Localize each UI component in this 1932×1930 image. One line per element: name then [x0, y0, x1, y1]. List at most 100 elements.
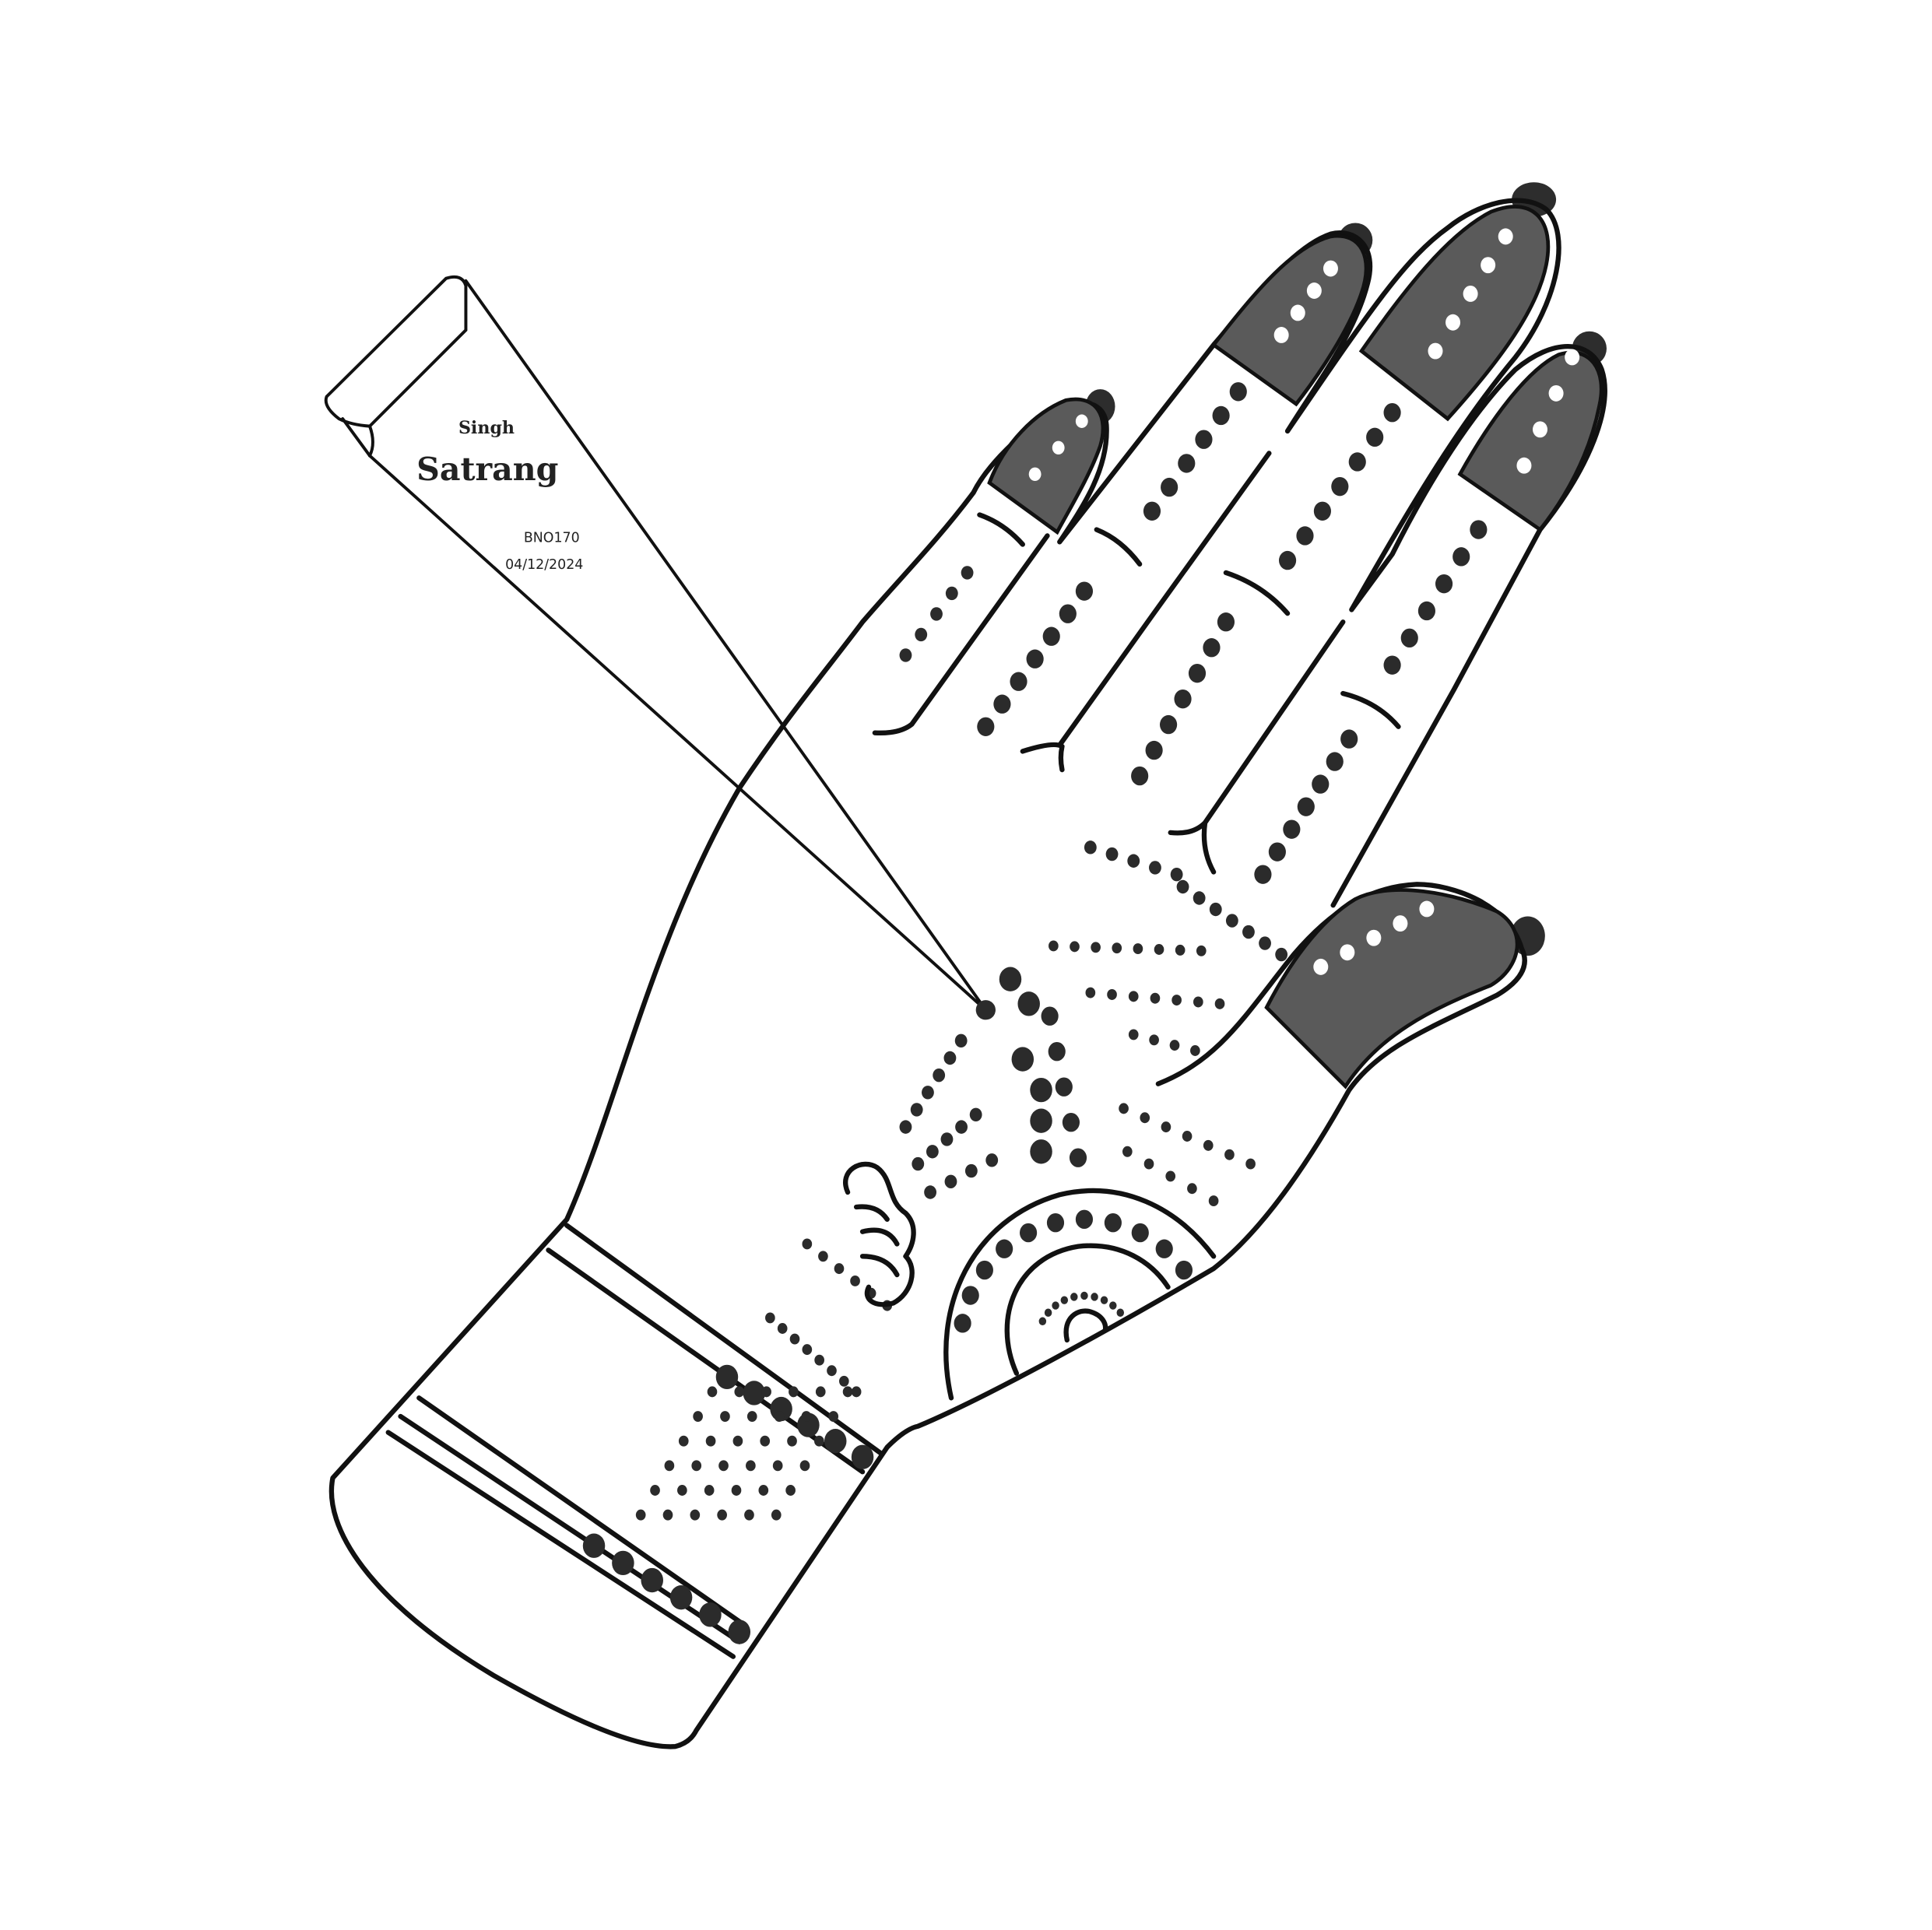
henna-dot	[1075, 1209, 1094, 1230]
henna-dot	[940, 1132, 954, 1146]
henna-dot	[1048, 1041, 1066, 1062]
henna-dot	[1044, 1308, 1052, 1317]
henna-dot	[1017, 991, 1040, 1016]
henna-dot	[678, 1435, 689, 1447]
henna-dot	[1149, 1034, 1159, 1046]
henna-dot	[977, 717, 995, 736]
henna-dot	[1149, 861, 1161, 875]
henna-dot	[677, 1485, 687, 1496]
henna-dot	[1131, 1223, 1149, 1243]
henna-dot	[1366, 427, 1384, 447]
henna-dot	[1400, 628, 1418, 647]
henna-dot	[1128, 991, 1139, 1002]
nail-dot	[1306, 282, 1322, 299]
henna-dot	[1105, 847, 1119, 861]
nail-dot	[1498, 228, 1513, 245]
henna-dot	[1312, 774, 1330, 794]
wrist-bands	[385, 1223, 883, 1659]
henna-dot	[1176, 879, 1189, 894]
henna-dot	[789, 1386, 799, 1398]
henna-dot	[1100, 1296, 1108, 1304]
henna-dot	[1160, 714, 1178, 735]
henna-dot	[1187, 1183, 1197, 1195]
henna-dot	[818, 1251, 828, 1262]
henna-dot	[802, 1238, 813, 1250]
nail-dot	[1323, 260, 1338, 277]
henna-dot	[1127, 854, 1140, 868]
henna-dot	[1085, 987, 1096, 998]
henna-dot	[850, 1275, 860, 1286]
henna-dot	[707, 1386, 718, 1398]
henna-dot	[1080, 1291, 1088, 1300]
henna-dot	[828, 1411, 839, 1423]
henna-dot	[910, 1103, 923, 1117]
henna-dot	[641, 1567, 663, 1593]
henna-dot	[1470, 520, 1488, 539]
nail-dot	[1565, 349, 1580, 366]
henna-dot	[1435, 574, 1453, 594]
henna-dot	[789, 1333, 800, 1345]
henna-dot	[1208, 1195, 1219, 1207]
henna-dot	[765, 1312, 775, 1324]
henna-dot	[1011, 1047, 1034, 1072]
henna-dot	[1182, 1131, 1193, 1142]
henna-dot	[1348, 452, 1366, 472]
fingernails	[987, 205, 1604, 1090]
henna-dot	[1174, 689, 1192, 709]
henna-dot	[787, 1435, 797, 1447]
henna-dot	[1242, 925, 1255, 939]
henna-dot	[996, 1239, 1013, 1258]
nail-middle	[1210, 233, 1368, 407]
date-code: 04/12/2024	[505, 557, 583, 573]
henna-dot	[799, 1460, 810, 1472]
henna-dot	[993, 694, 1011, 714]
half-mandala	[943, 1188, 1217, 1401]
henna-dot	[761, 1386, 771, 1398]
henna-dot	[669, 1585, 693, 1610]
finger-creases	[872, 451, 1346, 875]
henna-dot	[1217, 612, 1235, 632]
henna-dot	[961, 1286, 979, 1305]
henna-dot	[1155, 1239, 1173, 1258]
hand-outline	[328, 198, 1607, 1749]
henna-dot	[1154, 944, 1164, 955]
henna-dot	[690, 1509, 701, 1521]
henna-dot	[975, 1260, 993, 1280]
henna-dot	[1417, 601, 1435, 621]
henna-dot	[1326, 752, 1344, 771]
henna-dot	[731, 1485, 742, 1496]
nail-thumb	[1264, 888, 1519, 1090]
nail-dot	[1273, 327, 1289, 343]
henna-dot	[1165, 1170, 1176, 1182]
henna-dot	[1331, 476, 1349, 497]
henna-dot	[1020, 1223, 1038, 1243]
henna-dot	[785, 1485, 796, 1496]
nail-ring	[1358, 205, 1551, 422]
henna-dot	[771, 1509, 782, 1521]
henna-dot	[772, 1460, 783, 1472]
henna-dot	[824, 1429, 847, 1454]
nail-dot	[1313, 958, 1329, 975]
henna-dot	[1030, 1139, 1052, 1164]
henna-cone: Singh Satrang BNO170 04/12/2024	[324, 275, 996, 1020]
henna-dot	[899, 1120, 912, 1134]
nail-dot	[1548, 384, 1564, 402]
henna-dot	[691, 1460, 702, 1472]
henna-dot	[1143, 501, 1161, 521]
batch-code: BNO170	[524, 530, 580, 546]
henna-dot	[1453, 547, 1470, 567]
henna-dot	[1030, 1077, 1052, 1103]
henna-dot	[1193, 891, 1206, 905]
henna-dot	[1091, 942, 1101, 953]
finger-arcs	[977, 512, 1401, 729]
henna-dot	[1203, 638, 1221, 658]
henna-dot	[1259, 936, 1271, 950]
nail-dot	[1419, 900, 1435, 918]
henna-dot	[777, 1323, 788, 1334]
henna-dot	[732, 1435, 743, 1447]
henna-dot	[662, 1509, 673, 1521]
henna-dot	[1193, 996, 1203, 1008]
henna-dot	[827, 1365, 837, 1377]
paisley-motif	[843, 1161, 916, 1307]
henna-dot	[699, 1602, 722, 1627]
